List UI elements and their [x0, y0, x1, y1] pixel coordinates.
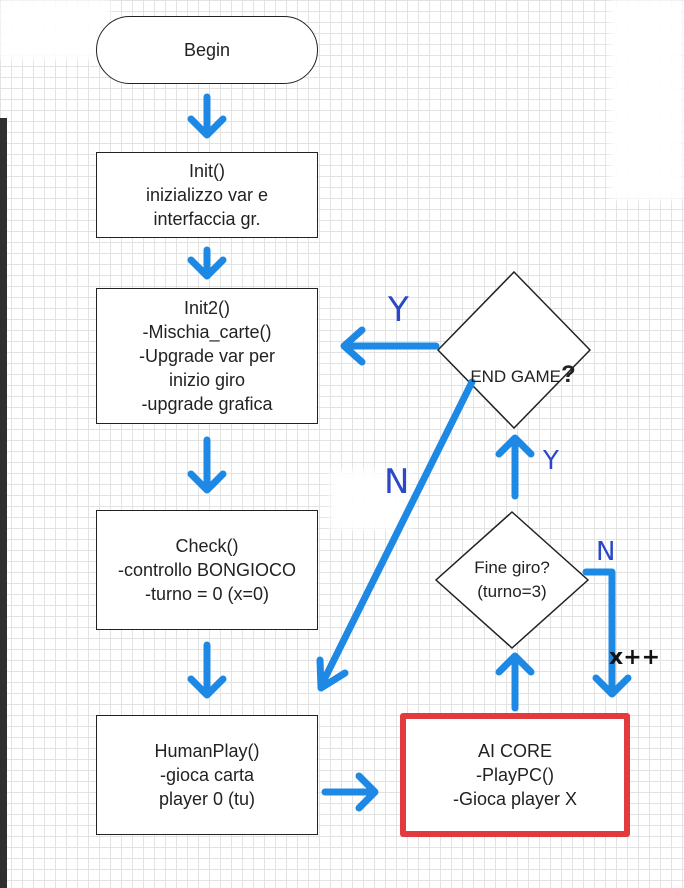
arrow-init-to-init2: [187, 246, 227, 280]
end-game-text: END GAME: [470, 367, 561, 386]
ai-core-node: AI CORE -PlayPC() -Gioca player X: [400, 713, 630, 837]
arrow-aicore-to-finegiro: [495, 652, 535, 712]
check-node: Check() -controllo BONGIOCO -turno = 0 (…: [96, 510, 318, 630]
init2-label: Init2() -Mischia_carte() -Upgrade var pe…: [138, 298, 276, 414]
tape-mark-top-right: [610, 0, 684, 200]
tape-mark-middle: [330, 470, 410, 530]
arrow-endgame-to-humanplay: [316, 378, 476, 692]
end-game-no-label: N: [384, 462, 410, 502]
end-game-question-mark: ?: [561, 361, 576, 388]
begin-label: Begin: [183, 40, 231, 60]
arrow-check-to-humanplay: [187, 641, 227, 699]
arrow-finegiro-to-aicore: [582, 568, 632, 698]
end-game-diamond: [436, 270, 592, 430]
human-play-label: HumanPlay() -gioca carta player 0 (tu): [154, 741, 260, 809]
arrow-begin-to-init: [187, 93, 227, 139]
init-label: Init() inizializzo var e interfaccia gr.: [145, 161, 269, 229]
arrow-init2-to-check: [187, 436, 227, 494]
arrow-endgame-to-init2: [340, 326, 440, 366]
check-label: Check() -controllo BONGIOCO -turno = 0 (…: [117, 536, 297, 604]
end-game-label: END GAME?: [448, 336, 598, 390]
tape-mark-top-left: [0, 0, 110, 60]
init-node: Init() inizializzo var e interfaccia gr.: [96, 152, 318, 238]
begin-node: Begin: [96, 16, 318, 84]
ai-core-label: AI CORE -PlayPC() -Gioca player X: [452, 741, 578, 809]
arrow-finegiro-to-endgame: [495, 434, 535, 500]
end-game-yes-label: Y: [388, 290, 409, 330]
arrow-humanplay-to-aicore: [321, 772, 379, 812]
fine-giro-no-label: N: [596, 537, 616, 567]
left-edge-bar: [0, 118, 7, 888]
increment-label: x++: [609, 645, 661, 670]
human-play-node: HumanPlay() -gioca carta player 0 (tu): [96, 715, 318, 835]
init2-node: Init2() -Mischia_carte() -Upgrade var pe…: [96, 288, 318, 424]
fine-giro-label: Fine giro? (turno=3): [474, 558, 550, 601]
fine-giro-yes-label: Y: [543, 446, 559, 476]
fine-giro-diamond: [434, 510, 590, 650]
